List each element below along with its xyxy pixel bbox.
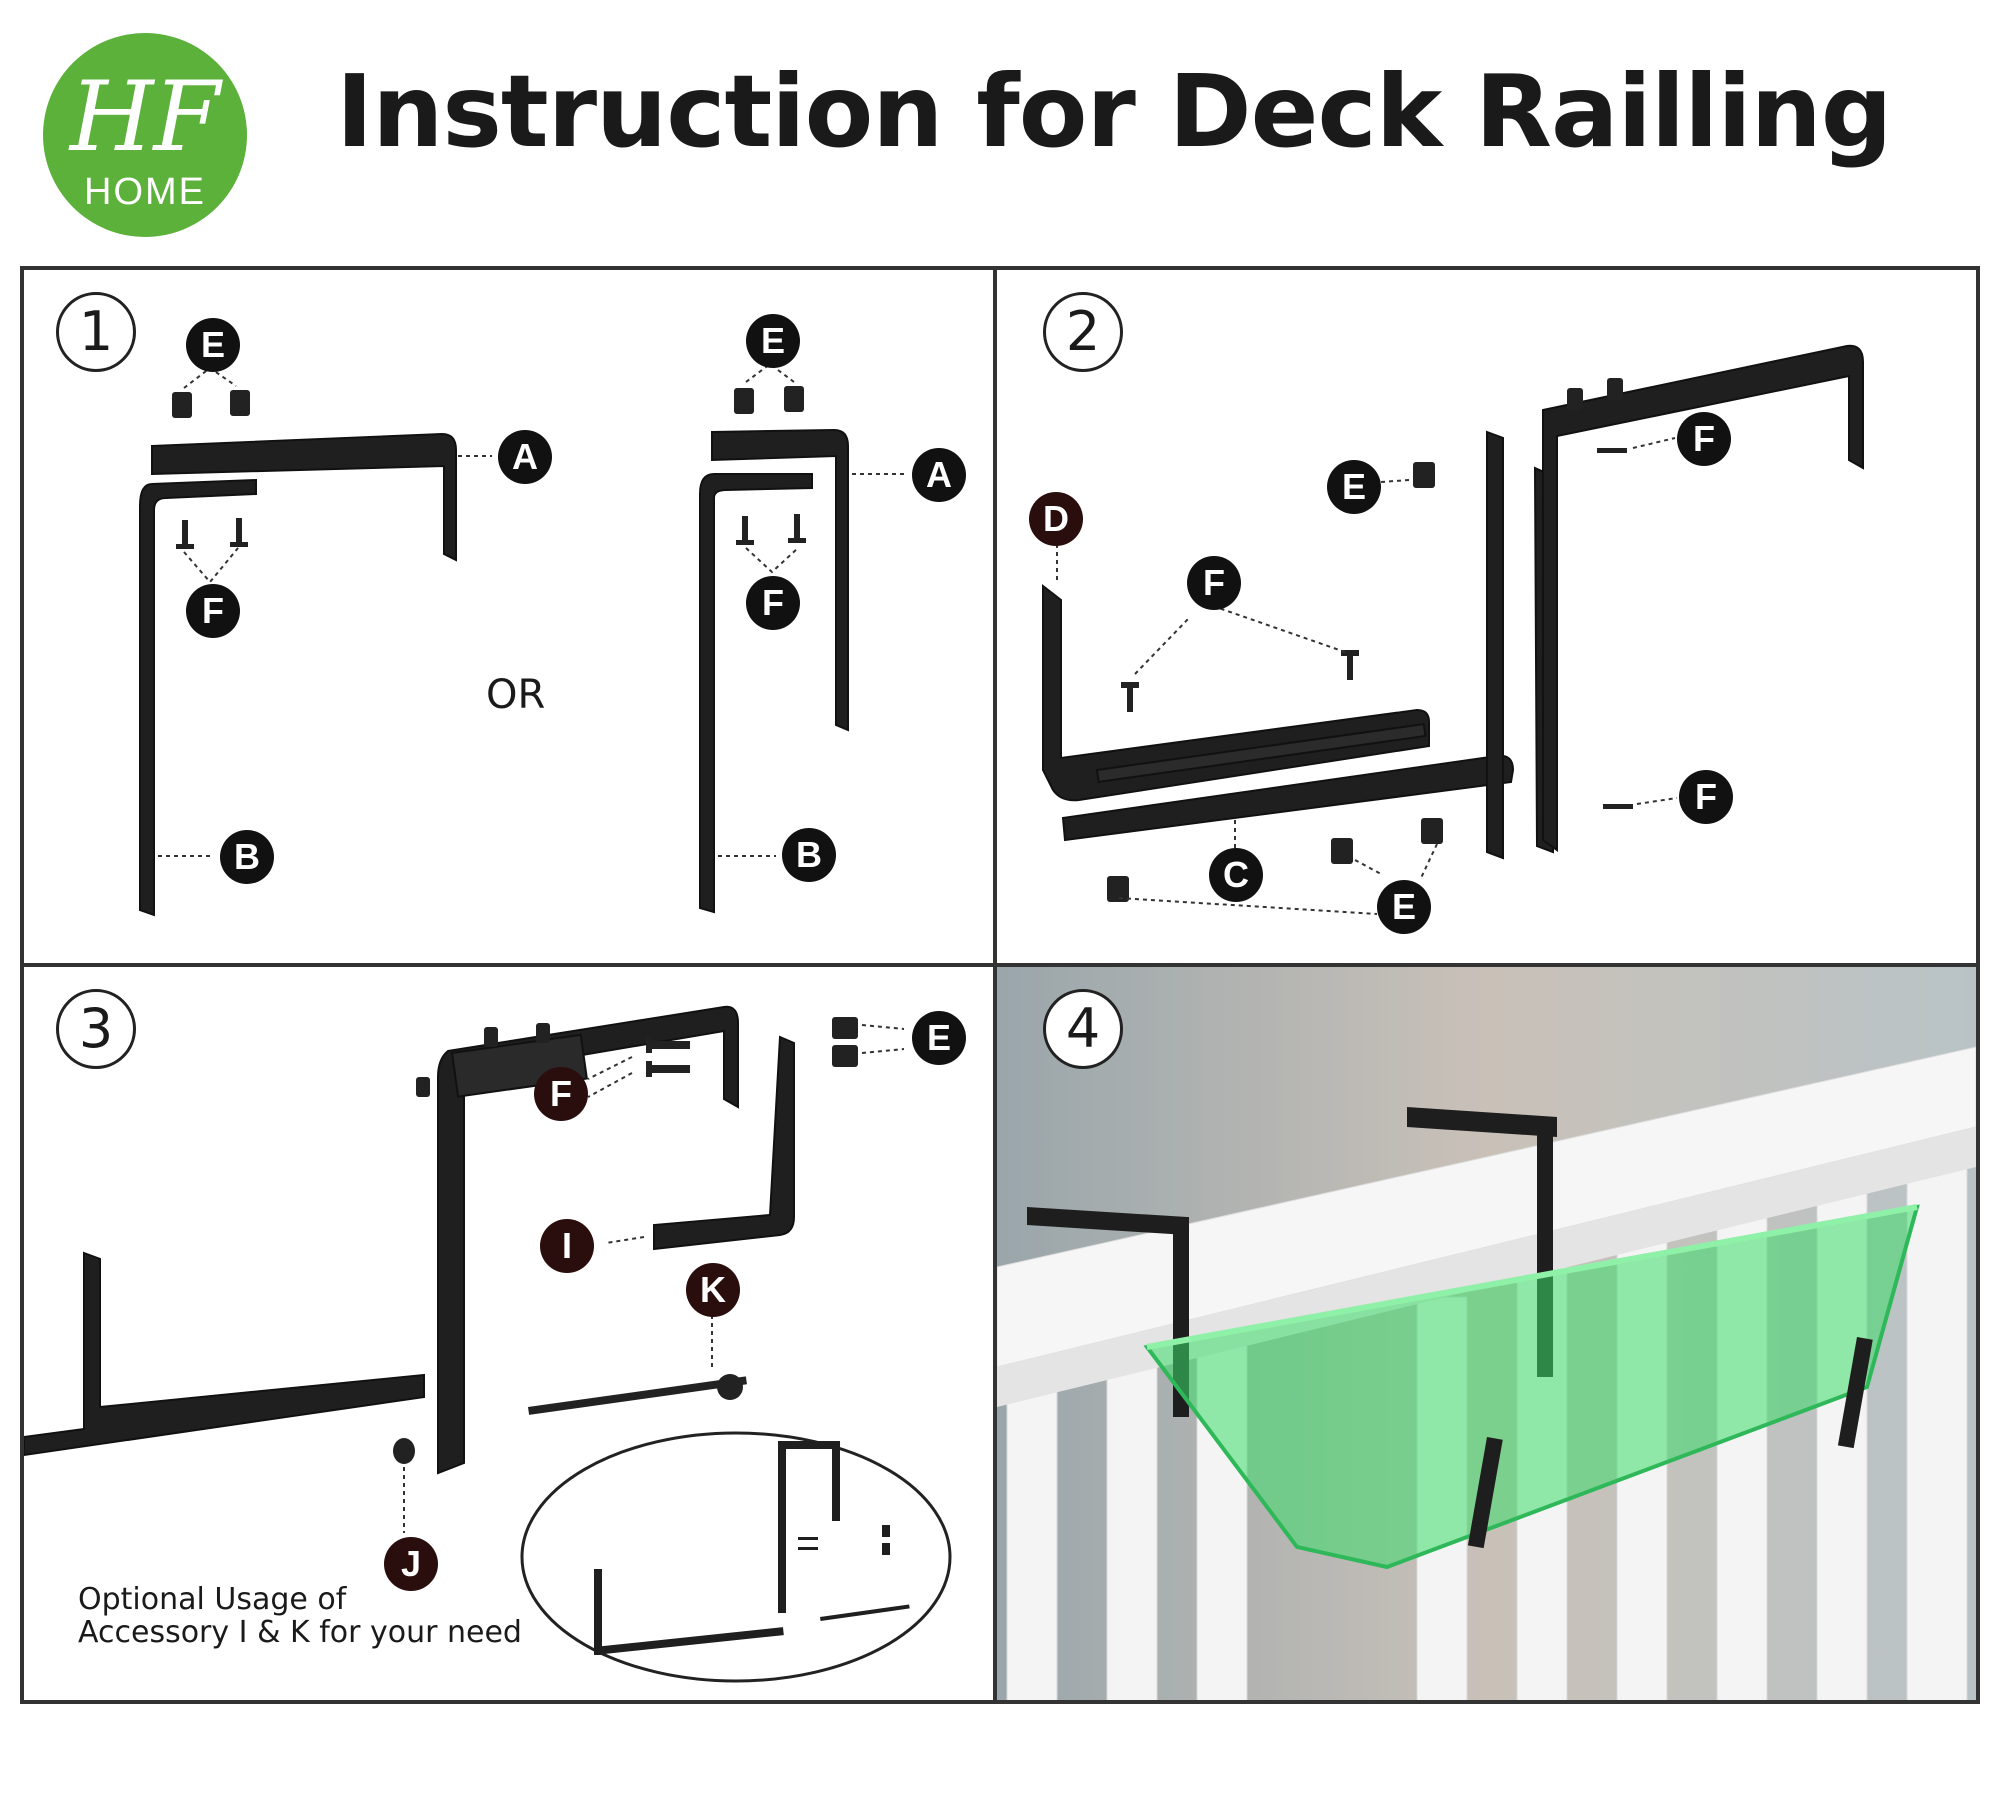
grid-divider-horizontal (20, 963, 1980, 967)
step-1-panel: 1 E A F B OR E A F B (24, 270, 993, 963)
part-k-bolt (527, 1376, 747, 1415)
label-a: A (498, 430, 552, 484)
label-f: F (186, 584, 240, 638)
step-number: 3 (56, 989, 136, 1069)
part-e-spacer (784, 386, 804, 412)
page-title: Instruction for Deck Railling (336, 53, 1892, 170)
label-b: B (220, 830, 274, 884)
svg-text:HF: HF (68, 61, 224, 173)
part-e-spacer (1107, 876, 1129, 902)
or-label: OR (486, 672, 546, 718)
label-i: I (540, 1219, 594, 1273)
label-b: B (782, 828, 836, 882)
svg-text:HOME: HOME (84, 171, 206, 213)
part-e-spacer (734, 388, 754, 414)
part-e-spacer (832, 1045, 858, 1067)
step-number: 4 (1043, 989, 1123, 1069)
part-f-screw (794, 514, 800, 540)
label-f: F (1679, 770, 1733, 824)
part-f-screw (1347, 654, 1353, 680)
post (1486, 430, 1504, 860)
label-f: F (534, 1067, 588, 1121)
part-e-spacer (230, 390, 250, 416)
part-e-spacer (1421, 818, 1443, 844)
optional-usage-note: Optional Usage of Accessory I & K for yo… (78, 1583, 522, 1649)
label-f: F (1187, 556, 1241, 610)
note-line-1: Optional Usage of (78, 1582, 347, 1617)
step-1-illustration (139, 362, 904, 917)
part-d (1042, 583, 1430, 802)
step-2-illustration (1042, 344, 1864, 915)
part-a-right (711, 428, 849, 732)
step-number: 1 (56, 292, 136, 372)
label-e: E (1327, 460, 1381, 514)
part-e-spacer (832, 1017, 858, 1039)
grid-divider-vertical (993, 266, 997, 1704)
part-b-left (139, 478, 257, 917)
part-f-screw (650, 1041, 690, 1049)
optional-usage-inset (520, 1431, 952, 1683)
label-f: F (746, 576, 800, 630)
step-number: 2 (1043, 292, 1123, 372)
label-e: E (912, 1011, 966, 1065)
step-3-illustration (24, 1005, 952, 1683)
part-f-screw (650, 1065, 690, 1073)
bottom-arm (24, 1251, 425, 1457)
label-c: C (1209, 848, 1263, 902)
part-i (653, 1035, 795, 1251)
part-f-screw (742, 516, 748, 542)
part-e-spacer (172, 392, 192, 418)
label-d: D (1029, 492, 1083, 546)
part-f-screw (1127, 686, 1133, 712)
part-f-screw (182, 520, 188, 546)
brand-logo: HF HOME (42, 32, 248, 238)
note-line-2: Accessory I & K for your need (78, 1615, 522, 1650)
label-e: E (1377, 880, 1431, 934)
label-j: J (384, 1537, 438, 1591)
label-f: F (1677, 412, 1731, 466)
label-e: E (746, 314, 800, 368)
label-a: A (912, 448, 966, 502)
part-e-spacer (1413, 462, 1435, 488)
step-3-panel: 3 E F I K J Optional Usage of Accessory … (24, 967, 993, 1700)
part-a-left (151, 432, 457, 562)
installed-planter-photo (997, 967, 1976, 1700)
label-k: K (686, 1263, 740, 1317)
part-j-nut (393, 1438, 415, 1464)
deck-rail (997, 1046, 1976, 1368)
instruction-grid (20, 266, 1980, 1704)
step-2-panel: 2 D F E F F C E (997, 270, 1976, 963)
part-f-screw (236, 518, 242, 544)
part-e-spacer (1331, 838, 1353, 864)
step-4-panel: 4 (997, 967, 1976, 1700)
label-e: E (186, 318, 240, 372)
part-b-right (699, 473, 813, 914)
